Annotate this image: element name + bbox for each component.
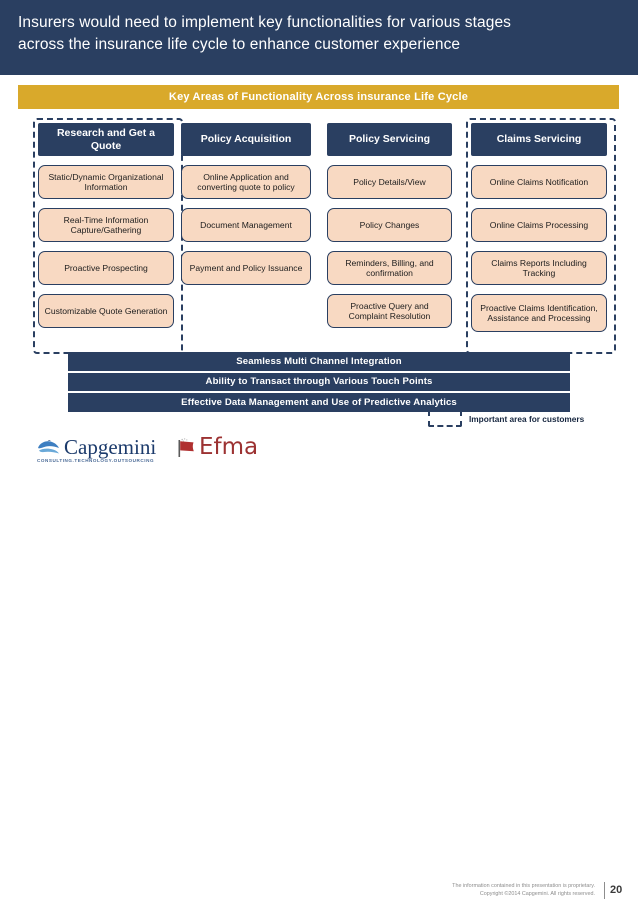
foundation-bars: Seamless Multi Channel Integration Abili… (68, 352, 570, 414)
functionality-box: Reminders, Billing, and confirmation (327, 251, 452, 285)
column-claims-servicing: Claims Servicing Online Claims Notificat… (471, 123, 607, 332)
functionality-box: Proactive Query and Complaint Resolution (327, 294, 452, 328)
copyright-notice: The information contained in this presen… (410, 882, 595, 898)
section-banner: Key Areas of Functionality Across insura… (18, 85, 619, 109)
copyright-line-1: The information contained in this presen… (452, 883, 595, 889)
page-title: Insurers would need to implement key fun… (18, 12, 618, 56)
functionality-box: Policy Changes (327, 208, 452, 242)
copyright-line-2: Copyright ©2014 Capgemini. All rights re… (479, 891, 595, 897)
functionality-box: Payment and Policy Issuance (181, 251, 311, 285)
page-number-separator (604, 882, 605, 899)
page-title-line-2: across the insurance life cycle to enhan… (18, 36, 461, 53)
column-header-claims-servicing: Claims Servicing (471, 123, 607, 156)
lifecycle-diagram: Research and Get a Quote Static/Dynamic … (0, 115, 638, 405)
capgemini-logo: Capgemini (36, 437, 156, 458)
functionality-box: Real-Time Information Capture/Gathering (38, 208, 174, 242)
functionality-box: Document Management (181, 208, 311, 242)
efma-flag-icon (175, 438, 197, 458)
functionality-box: Online Application and converting quote … (181, 165, 311, 199)
slide-footer: Capgemini CONSULTING.TECHNOLOGY.OUTSOURC… (0, 432, 638, 899)
capgemini-swoosh-icon (36, 439, 60, 456)
page-number: 20 (610, 884, 623, 896)
functionality-box: Proactive Prospecting (38, 251, 174, 285)
capgemini-tagline: CONSULTING.TECHNOLOGY.OUTSOURCING (37, 458, 155, 463)
functionality-box: Proactive Claims Identification, Assista… (471, 294, 607, 332)
section-banner-label: Key Areas of Functionality Across insura… (168, 91, 469, 103)
column-policy-acquisition: Policy Acquisition Online Application an… (181, 123, 311, 285)
column-policy-servicing: Policy Servicing Policy Details/View Pol… (327, 123, 452, 328)
legend-dashed-swatch-icon (428, 410, 462, 427)
foundation-bar: Ability to Transact through Various Touc… (68, 372, 570, 391)
functionality-box: Online Claims Processing (471, 208, 607, 242)
capgemini-wordmark: Capgemini (64, 435, 157, 459)
column-header-policy-acquisition: Policy Acquisition (181, 123, 311, 156)
functionality-box: Policy Details/View (327, 165, 452, 199)
column-research-and-get-a-quote: Research and Get a Quote Static/Dynamic … (38, 123, 174, 328)
functionality-box: Static/Dynamic Organizational Informatio… (38, 165, 174, 199)
functionality-box: Customizable Quote Generation (38, 294, 174, 328)
foundation-bar: Effective Data Management and Use of Pre… (68, 393, 570, 412)
efma-logo: Efma (175, 434, 259, 460)
slide-title-band: Insurers would need to implement key fun… (0, 0, 638, 75)
efma-wordmark: Efma (199, 434, 259, 460)
page-title-line-1: Insurers would need to implement key fun… (18, 14, 512, 31)
legend-label: Important area for customers (469, 413, 585, 424)
legend: Important area for customers (428, 410, 584, 427)
foundation-bar: Seamless Multi Channel Integration (68, 352, 570, 371)
column-header-research-and-get-a-quote: Research and Get a Quote (38, 123, 174, 156)
functionality-box: Online Claims Notification (471, 165, 607, 199)
column-header-policy-servicing: Policy Servicing (327, 123, 452, 156)
functionality-box: Claims Reports Including Tracking (471, 251, 607, 285)
